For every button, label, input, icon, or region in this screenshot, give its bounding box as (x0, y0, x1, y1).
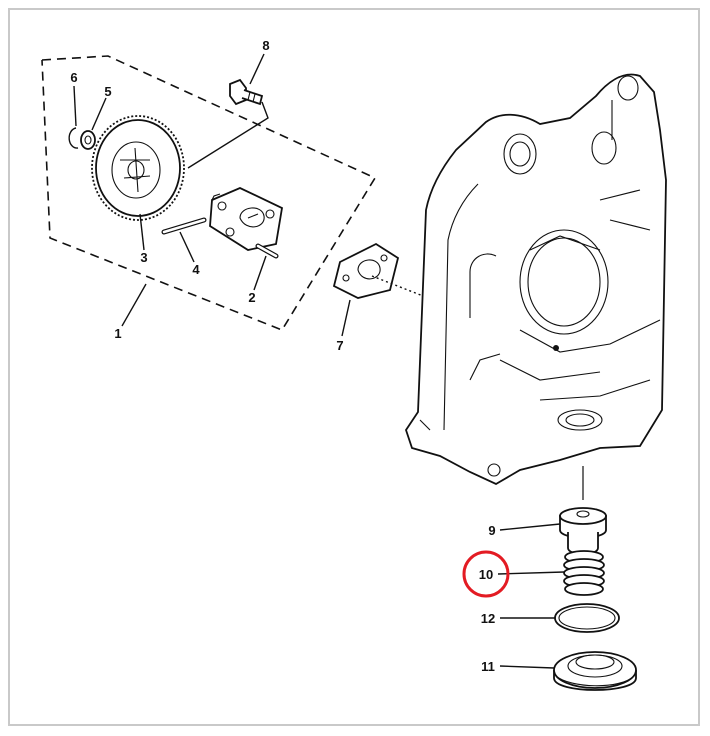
callout-11: 11 (481, 659, 495, 674)
spring (563, 550, 605, 596)
callout-7: 7 (336, 338, 343, 353)
gasket (332, 242, 400, 299)
assembly-boundary (41, 55, 377, 331)
callout-1: 1 (114, 326, 121, 341)
circlip (68, 127, 79, 149)
bolt (229, 78, 264, 106)
callout-6: 6 (70, 70, 77, 85)
leader-4 (179, 231, 195, 263)
callout-8: 8 (262, 38, 269, 53)
oil-pump-body (209, 187, 283, 251)
washer (80, 130, 96, 150)
leader-5 (91, 97, 107, 131)
callout-4: 4 (192, 262, 200, 277)
o-ring (554, 603, 620, 633)
highlight-circle (462, 550, 510, 598)
callout-9: 9 (488, 523, 495, 538)
callout-5: 5 (104, 84, 111, 99)
leader-2 (253, 255, 267, 291)
callout-2: 2 (248, 290, 255, 305)
callout-3: 3 (140, 250, 147, 265)
callout-10: 10 (479, 567, 493, 582)
leader-1 (121, 283, 147, 327)
leader-11 (499, 665, 555, 669)
plug-cap (559, 507, 607, 555)
crankcase (405, 73, 667, 486)
leader-6 (73, 85, 77, 127)
leader-3 (139, 213, 145, 251)
drain-plug (553, 651, 637, 691)
bolt-link-line (187, 101, 269, 169)
leader-9 (499, 523, 561, 531)
callout-12: 12 (481, 611, 495, 626)
leader-7 (341, 299, 351, 337)
leader-8 (249, 53, 265, 85)
drive-gear (91, 115, 185, 221)
